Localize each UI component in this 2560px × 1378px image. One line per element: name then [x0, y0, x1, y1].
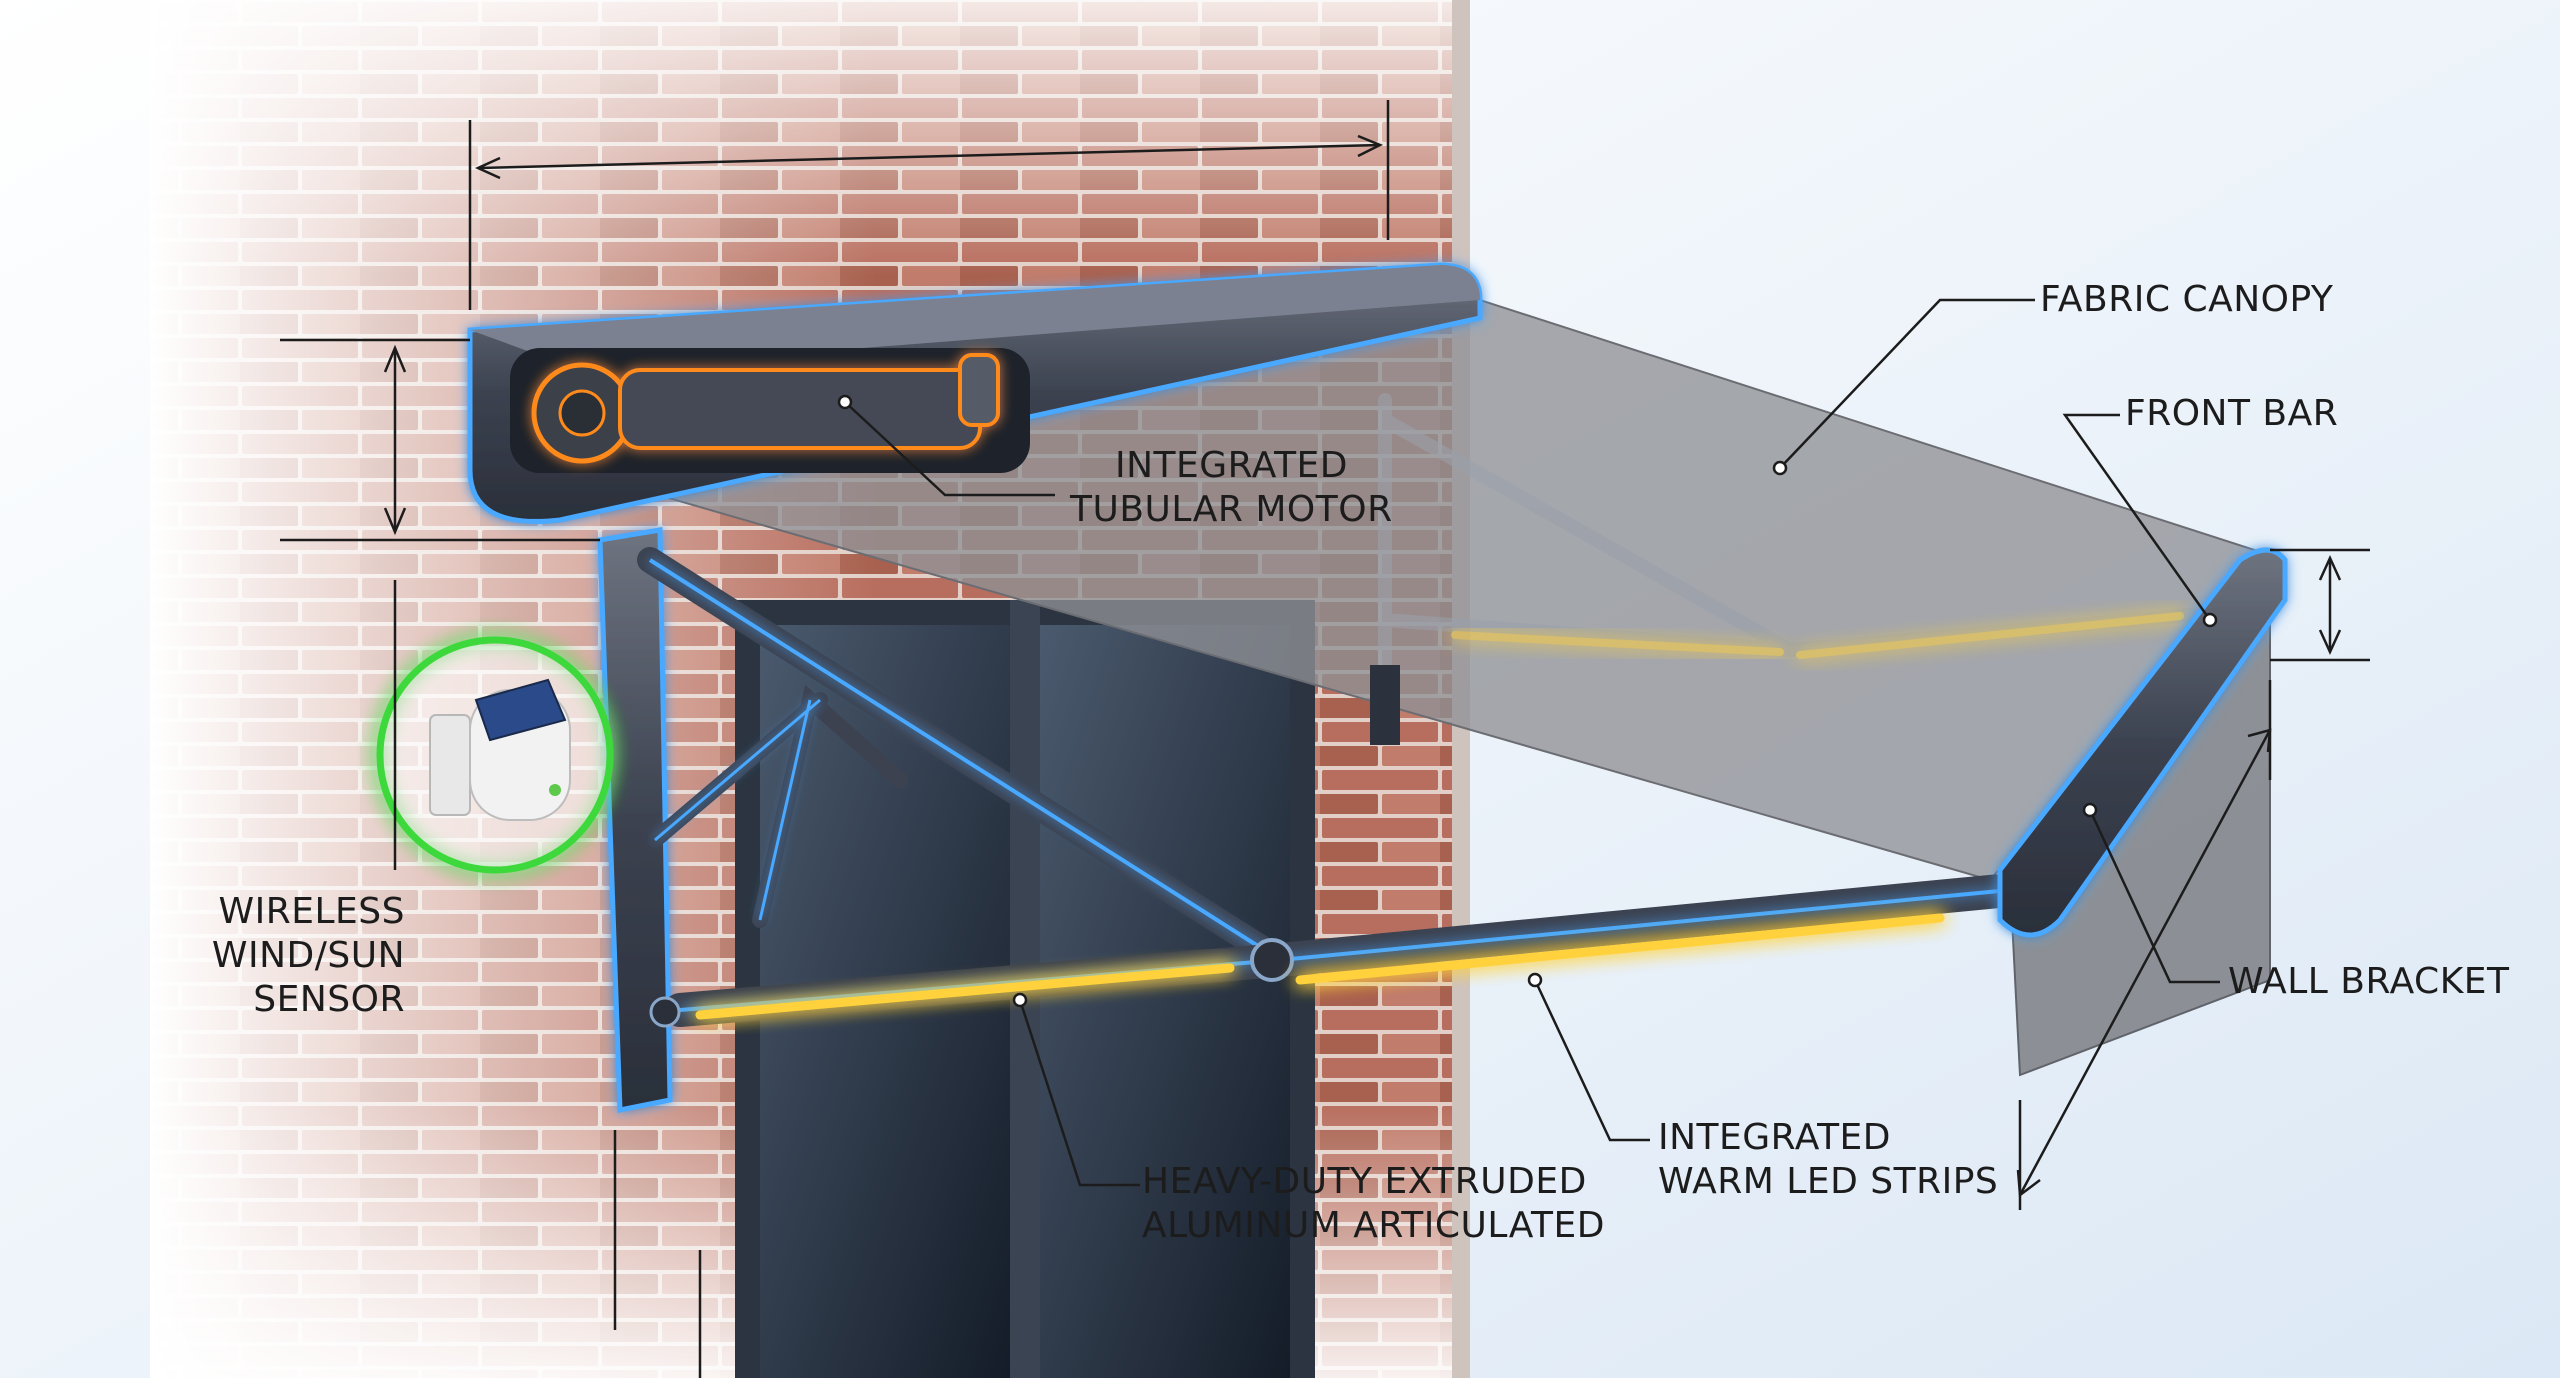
leader-lines [837, 298, 2220, 1187]
label-tubular-motor-line2: TUBULAR MOTOR [1070, 489, 1393, 530]
label-front-bar-text: FRONT BAR [2125, 393, 2339, 434]
label-sensor-line1: WIRELESS [218, 891, 405, 932]
label-wall-bracket-text: WALL BRACKET [2228, 961, 2510, 1002]
label-tubular-motor: INTEGRATED TUBULAR MOTOR [1070, 444, 1393, 532]
label-sensor-line3: SENSOR [253, 979, 405, 1020]
label-wall-bracket: WALL BRACKET [2228, 960, 2510, 1004]
tubular-motor [531, 353, 1000, 464]
label-arms-line2: ALUMINUM ARTICULATED [1142, 1205, 1605, 1246]
label-fabric-canopy-text: FABRIC CANOPY [2040, 279, 2334, 320]
far-arm [1378, 393, 2197, 707]
label-articulated-arms: HEAVY-DUTY EXTRUDED ALUMINUM ARTICULATED [1142, 1160, 1605, 1248]
label-sensor-line2: WIND/SUN [211, 935, 405, 976]
label-front-bar: FRONT BAR [2125, 392, 2338, 436]
wind-sun-sensor [376, 636, 614, 874]
label-led-strips: INTEGRATED WARM LED STRIPS [1658, 1116, 1998, 1204]
front-bar [1997, 547, 2288, 938]
label-led-line1: INTEGRATED [1658, 1117, 1892, 1158]
label-led-line2: WARM LED STRIPS [1658, 1161, 1999, 1202]
far-bracket [1370, 665, 1400, 745]
led-strips [695, 913, 1945, 1020]
near-articulated-arm [637, 547, 2027, 1028]
label-wind-sun-sensor: WIRELESS WIND/SUN SENSOR [200, 890, 405, 1022]
label-fabric-canopy: FABRIC CANOPY [2040, 278, 2333, 322]
near-wall-bracket [597, 527, 673, 1114]
dimension-lines [280, 100, 2370, 1378]
label-arms-line1: HEAVY-DUTY EXTRUDED [1142, 1161, 1587, 1202]
label-tubular-motor-line1: INTEGRATED [1115, 445, 1349, 486]
